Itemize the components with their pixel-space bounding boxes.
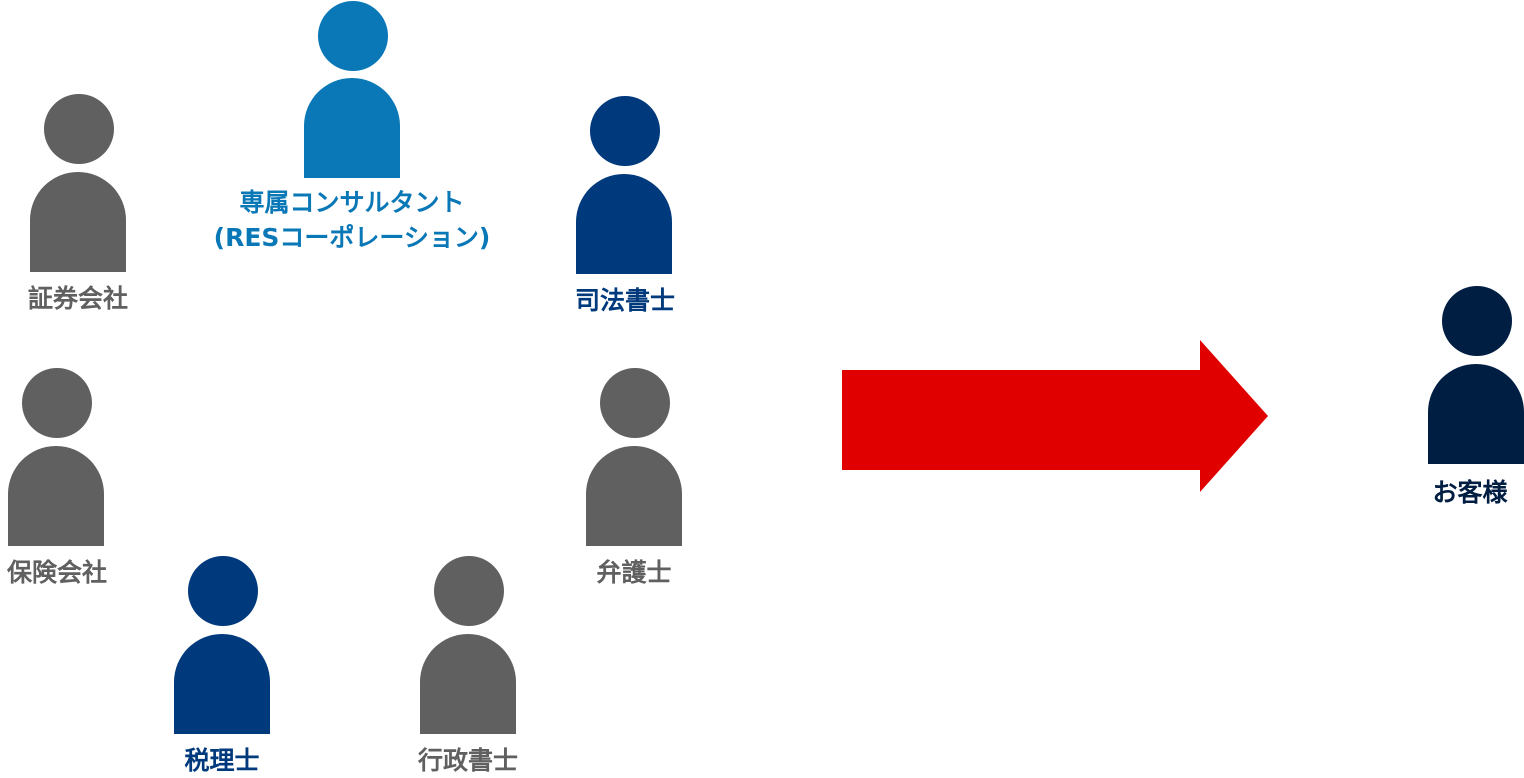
consultant-label-line1: 専属コンサルタント [239,188,465,217]
judicial-scrivener-body [576,174,672,274]
tax-accountant-person-icon [174,556,270,734]
securities-body [30,172,126,272]
administrative-scrivener-head [434,556,504,626]
judicial-scrivener-label: 司法書士 [574,286,675,315]
customer-head [1442,286,1512,356]
tax-accountant-head [188,556,258,626]
consultant-person-icon [304,0,400,178]
judicial-scrivener-head [590,96,660,166]
customer-label: お客様 [1432,478,1508,507]
consultant-body [304,78,400,178]
insurance-head [22,368,92,438]
securities-label: 証券会社 [27,284,128,313]
arrow-shape [842,340,1268,492]
customer-body [1428,364,1524,464]
lawyer-label: 弁護士 [596,558,672,587]
lawyer-person-icon [586,368,682,546]
insurance-person-icon [8,368,104,546]
administrative-scrivener-label: 行政書士 [417,746,518,775]
insurance-label: 保険会社 [6,558,107,587]
lawyer-body [586,446,682,546]
administrative-scrivener-person-icon [420,556,516,734]
tax-accountant-label: 税理士 [184,746,260,775]
tax-accountant-body [174,634,270,734]
right-arrow-icon [842,340,1268,492]
administrative-scrivener-body [420,634,516,734]
consultant-label-line2: (RESコーポレーション) [213,223,491,252]
securities-person-icon [30,94,126,272]
judicial-scrivener-person-icon [576,96,672,274]
customer-person-icon [1428,286,1524,464]
consultant-head [318,1,388,71]
insurance-body [8,446,104,546]
lawyer-head [600,368,670,438]
securities-head [44,94,114,164]
